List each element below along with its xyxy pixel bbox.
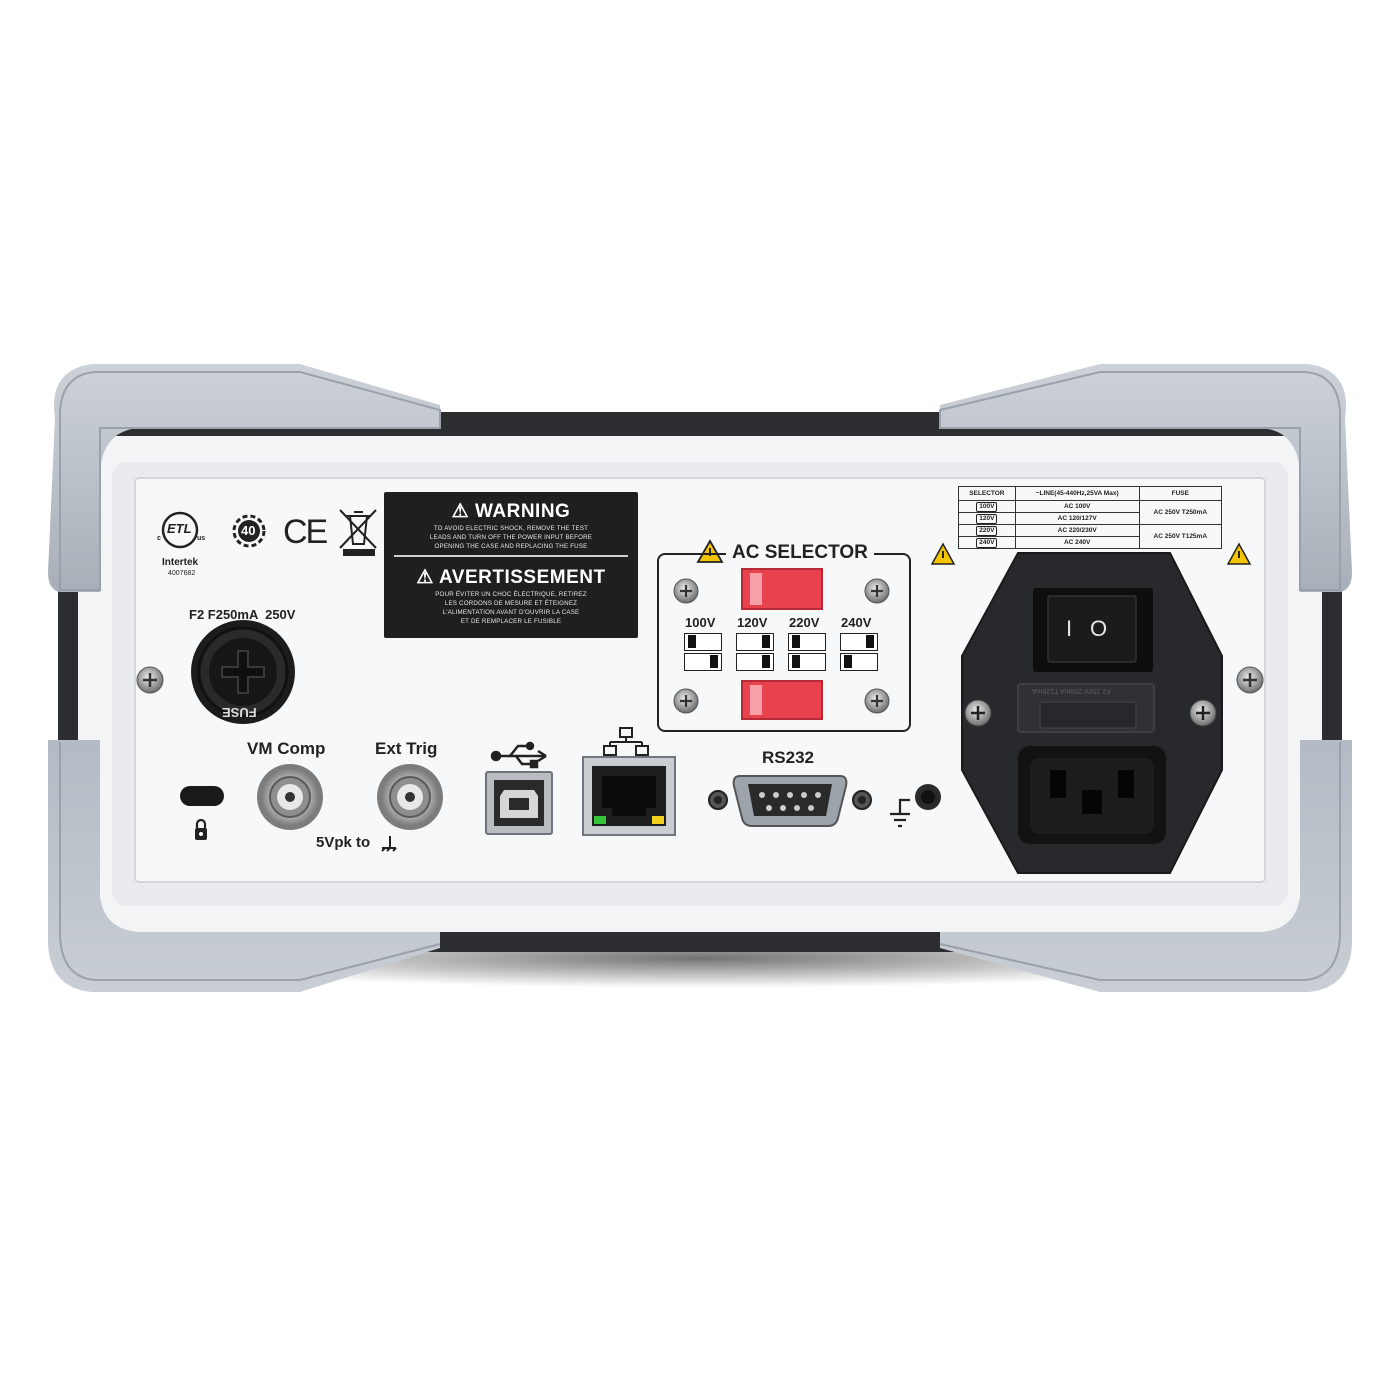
kensington-lock-icon [195,818,207,840]
ground-symbol [890,798,910,828]
etl-c-text: c [157,535,161,542]
etl-logo [161,511,199,549]
kensington-lock-slot[interactable] [180,786,224,806]
warning-divider [394,555,628,557]
ground-binding-post[interactable] [915,784,941,810]
table-row: 220V AC 220/230V AC 250V T125mA [958,524,1223,549]
fuse-cell-high: AC 250V T125mA [1138,524,1223,549]
ac-power-inlet[interactable] [1018,746,1166,844]
rs232-serial-port[interactable] [732,776,848,826]
network-symbol [603,727,649,756]
ext-trig-label: Ext Trig [375,739,438,758]
selector-cell: 220V [976,525,998,536]
bumper-top-left [48,364,440,592]
fuse-rating-table: SELECTOR ~LINE(45-440Hz,25VA Max) FUSE 1… [958,486,1223,549]
bumper-top-right [940,364,1352,592]
warning-text-fr: POUR ÉVITER UN CHOC ÉLECTRIQUE, RETIREZ … [394,590,628,626]
dip-diagram-100v [684,633,722,673]
warning-line-fr: POUR ÉVITER UN CHOC ÉLECTRIQUE, RETIREZ [435,591,587,598]
warning-label: ⚠ WARNING TO AVOID ELECTRIC SHOCK, REMOV… [384,492,638,638]
table-header: ~LINE(45-440Hz,25VA Max) [1014,486,1140,501]
ground-terminal [915,784,941,810]
screw-left [136,666,164,694]
rohs-40-emblem [232,514,266,548]
kensington-slot [180,786,224,806]
selector-screw-tr [864,578,890,604]
screw-right [1236,666,1264,694]
dip-diagram-220v [788,633,826,673]
rs232-label: RS232 [762,748,814,767]
table-header: SELECTOR [958,486,1016,501]
power-entry-module [961,552,1223,874]
rs232-port [708,775,872,827]
voltage-label-220v: 220V [789,615,820,630]
ac-selector-title: AC SELECTOR [726,542,874,564]
bumper-bottom-left [48,740,440,992]
selector-cell: 100V [976,501,998,512]
selector-cell: 240V [976,537,998,548]
fuse-holder-cap[interactable] [191,620,295,724]
intertek-number: 4007682 [168,570,196,577]
line-cell: AC 220/230V [1014,524,1140,537]
table-row: 240V AC 240V [958,536,1222,549]
line-cell: AC 100V [1014,500,1140,513]
etl-us-text: us [197,535,206,542]
caution-triangle-right [1226,542,1252,565]
table-row: 100V AC 100V AC 250V T250mA [958,500,1223,525]
dip-diagram-240v [840,633,878,673]
power-switch-on-symbol: I [1066,616,1073,641]
selector-screw-br [864,688,890,714]
warning-text: TO AVOID ELECTRIC SHOCK, REMOVE THE TEST… [394,524,628,551]
warning-line-fr: LES CORDONS DE MESURE ET ÉTEIGNEZ [444,600,578,607]
etl-mark-text: ETL [167,521,192,536]
table-header: FUSE [1138,486,1223,501]
warning-line: LEADS AND TURN OFF THE POWER INPUT BEFOR… [429,534,593,541]
line-cell: AC 120/127V [1014,512,1140,525]
warning-line: OPENING THE CASE AND REPLACING THE FUSE [434,543,588,550]
usb-symbol [490,741,547,769]
intertek-name: Intertek [162,557,199,568]
fuse-rating-label: F2 F250mA 250V [189,607,296,622]
warning-line-fr: L'ALIMENTATION AVANT D'OUVRIR LA CASE [442,609,580,616]
usb-b-port [485,771,553,835]
ce-mark: CE [283,513,328,551]
warning-line-fr: ET DE REMPLACER LE FUSIBLE [460,618,562,625]
dip-diagram-120v [736,633,774,673]
fuse-holder [191,620,295,724]
voltage-label-120v: 120V [737,615,768,630]
warning-triangle-icon: ⚠ [416,567,434,588]
selector-cell: 120V [976,513,998,524]
bnc-ext-trig [377,764,443,830]
voltage-label-100v: 100V [685,615,716,630]
warning-title: WARNING [475,501,571,522]
weee-bin-icon [339,509,377,556]
warning-title-fr: AVERTISSEMENT [439,567,606,588]
usb-device-port[interactable] [486,772,552,834]
ext-trig-bnc-connector[interactable] [377,764,443,830]
line-cell: AC 240V [1014,536,1140,549]
bumper-bottom-right [940,740,1352,992]
fuse-cell-low: AC 250V T250mA [1138,500,1223,525]
fuse-drawer[interactable] [1018,684,1154,732]
ext-trig-note: 5Vpk to [316,834,371,851]
warning-triangle-icon: ⚠ [451,501,470,522]
ac-selector-switch-top[interactable] [742,569,822,609]
vm-comp-bnc-connector[interactable] [257,764,323,830]
power-switch-off-symbol: O [1090,616,1108,641]
caution-triangle-left [930,542,956,565]
lan-port [582,756,676,836]
chassis-ground-icon [381,836,397,852]
ac-selector-switch-bottom[interactable] [742,681,822,719]
selector-screw-tl [673,578,699,604]
bnc-vm-comp [257,764,323,830]
rohs-40-text: 40 [241,523,256,538]
vm-comp-label: VM Comp [247,739,326,758]
voltage-label-240v: 240V [841,615,872,630]
warning-line: TO AVOID ELECTRIC SHOCK, REMOVE THE TEST [433,525,589,532]
selector-screw-bl [673,688,699,714]
lan-ethernet-port[interactable] [583,757,675,835]
